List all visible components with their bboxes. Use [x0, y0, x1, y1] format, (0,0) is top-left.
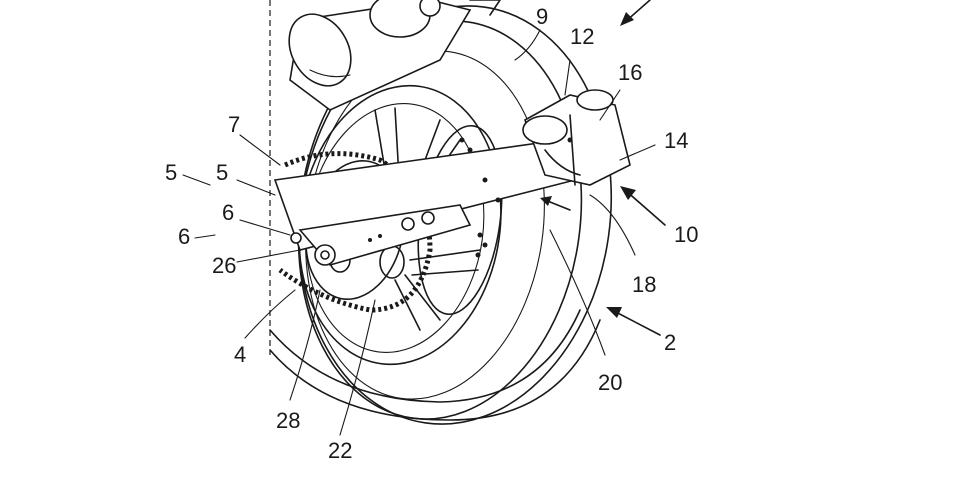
- label-20: 20: [598, 370, 622, 395]
- drive-chain: [278, 151, 433, 313]
- label-10: 10: [674, 222, 698, 247]
- label-22: 22: [328, 438, 352, 463]
- label-6a: 6: [222, 200, 234, 225]
- leader-lines: [182, 29, 656, 436]
- label-7: 7: [228, 112, 240, 137]
- label-4: 4: [234, 342, 246, 367]
- arrows: [540, 0, 666, 336]
- label-16: 16: [618, 60, 642, 85]
- label-12: 12: [570, 24, 594, 49]
- label-5a: 5: [165, 160, 177, 185]
- exhaust-muffler: [288, 0, 501, 111]
- label-9: 9: [536, 4, 548, 29]
- label-14: 14: [664, 128, 688, 153]
- reference-numerals: 9 12 16 14 10 18 2 20 7 5 5 6 6 26 4 28 …: [165, 4, 698, 463]
- label-2: 2: [664, 330, 676, 355]
- label-6b: 6: [178, 224, 190, 249]
- label-5b: 5: [216, 160, 228, 185]
- label-28: 28: [276, 408, 300, 433]
- label-26: 26: [212, 253, 236, 278]
- label-18: 18: [632, 272, 656, 297]
- swingarm: [273, 139, 577, 266]
- sensor-unit: [522, 89, 631, 186]
